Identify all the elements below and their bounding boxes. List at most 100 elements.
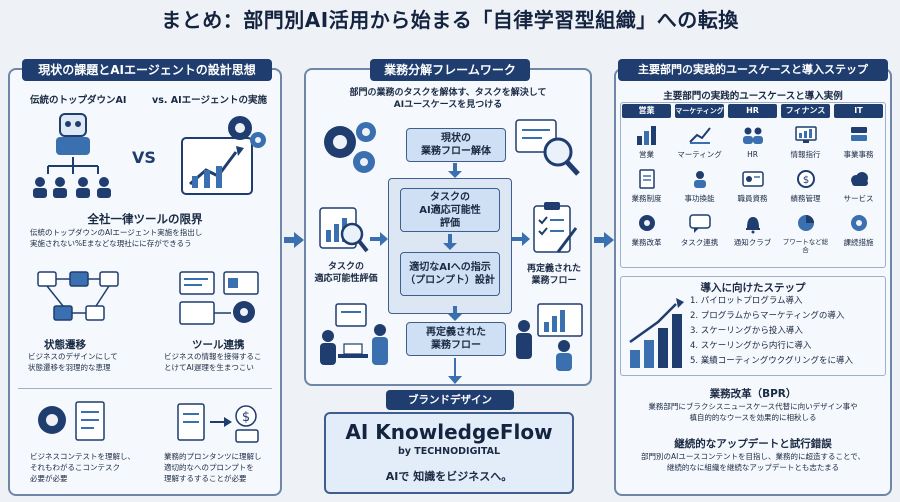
box-redefined-flow: 再定義された 業務フロー [406,322,506,356]
cont-desc-1: 部門別のAIユースコンテントを目指し、業務的に超造することで、 [641,452,865,461]
svg-text:$: $ [242,410,250,425]
usecase-item: 課続措施 [834,212,883,247]
right-subtitle: 主要部門の実践的ユースケースと導入実例 [663,91,843,102]
box-eval-2: AI適応可能性 [419,204,481,216]
box-redef-1: 再定義された [426,327,486,338]
center-intro-1: 部門の業務のタスクを解体す、タスクを解決して [349,88,547,98]
tool-desc-1: ビジネスの情報を接得するこ [164,352,262,361]
usecase-item: 通知クラブ [728,212,777,247]
bpr-title: 業務改革（BPR） [709,388,797,400]
step-4: 4. スケーリングから内行に導入 [690,341,812,351]
usecase-head-marketing: マーケティング [675,104,724,118]
usecase-col-hr: HR [728,104,777,266]
arrow-left-to-center-icon [284,232,304,248]
label-redef-1: 再定義された [526,264,581,274]
box-current-flow: 現状の 業務フロー解体 [406,128,506,162]
center-ribbon: 業務分解フレームワーク [370,59,530,81]
usecase-item: 業務制度 [622,168,671,203]
usecase-head-it: IT [834,104,883,118]
steps-growth-icon [629,298,684,368]
steps-title: 導入に向けたステップ [700,282,806,294]
brand-by: by TECHNODIGITAL [397,446,501,457]
usecase-label: 営業 [639,150,654,159]
brand-name: AI KnowledgeFlow [345,420,553,444]
state-transition-icon [37,271,119,321]
usecase-item: HR [728,124,777,159]
brand-ribbon: ブランドデザイン [386,390,514,410]
arrow-eval-left-icon [370,232,388,246]
ctx-desc-3: 必要が必要 [30,474,68,483]
right-ribbon: 主要部門の実践的ユースケースと導入ステップ [618,59,888,81]
people-presentation-icon [516,303,583,371]
step-3: 3. スケーリングから投入導入 [690,326,803,336]
box-current-1: 現状の [441,133,471,144]
box-current-2: 業務フロー解体 [421,146,491,157]
usecase-head-hr: HR [728,104,777,118]
usecase-label: 績務管理 [790,194,821,203]
arrow-down-2-icon [443,234,457,250]
usecase-head-sales: 営業 [622,104,671,118]
box-prompt-design: 適切なAIへの指示 （プロンプト）設計 [400,252,500,296]
monitor-icon [794,126,817,143]
usecase-item: 職員資務 [728,168,777,203]
prompt-document-icon: $ [177,403,259,443]
step-2: 2. プログラムからマーケティングの導入 [690,311,845,321]
usecase-item: 営業 [622,124,671,159]
steps-box [620,276,886,376]
usecase-item: 事業事務 [834,124,883,159]
ctx-desc-1: ビジネスコンテストを理解し、 [30,452,135,461]
context-gears-icon [38,401,105,441]
usecase-head-finance: フィナンス [781,104,830,118]
bar-chart-icon [636,126,656,145]
state-title: 状態遷移 [44,339,86,351]
box-prompt-1: 適切なAIへの指示 [409,262,491,273]
usecase-item: 業務改革 [622,212,671,247]
usecase-label: 職員資務 [737,194,768,203]
brand-tagline: AIで 知識をビジネスへ。 [385,470,513,483]
state-desc-2: 状態遷移を羽理的な恵理 [28,363,111,372]
usecase-label: 業務制度 [631,194,662,203]
left-subheader-a: 伝統のトップダウンAI [30,95,127,106]
usecase-label: プワートなど総合 [782,238,829,254]
box-prompt-2: （プロンプト）設計 [405,275,495,286]
usecase-item: 情報指行 [781,124,830,159]
arrow-center-to-right-icon [594,232,614,248]
usecase-label: タスク連携 [680,238,719,247]
state-desc-1: ビジネスのデザインにして [28,352,118,361]
left-ribbon: 現状の課題とAIエージェントの設計思想 [22,59,272,81]
usecase-col-marketing: マーケティング [675,104,724,266]
gear-icon [638,215,655,231]
box-redef-2: 業務フロー [431,340,481,351]
center-intro-2: AIユースケースを見つける [393,100,503,110]
growth-chart-icon [181,116,266,195]
usecase-label: サービス [843,194,874,203]
usecase-label: 情報指行 [790,150,821,159]
usecase-label: マーティング [677,150,722,159]
usecase-item: $績務管理 [781,168,830,203]
arrow-down-1-icon [448,163,462,178]
gears-icon [324,122,376,173]
limit-title: 全社一律ツールの限界 [87,212,203,226]
growth-icon [688,127,711,144]
label-eval-1: タスクの [327,262,364,272]
settings-icon [850,215,867,231]
usecase-label: 事業事務 [843,150,874,159]
left-divider [18,388,272,389]
limit-desc-1: 伝統のトップダウンのAIエージェント実施を指出し [30,228,203,237]
bpr-desc-1: 業務部門にブラクシスニュースケース代替に向いデザイン事や [648,402,858,411]
arrow-down-4-icon [448,358,462,384]
usecase-label: 業務改革 [631,238,662,247]
prompt-desc-1: 業務的プロンタンツに理解し [164,452,262,461]
left-subheader-b: vs. AIエージェントの実施 [152,95,267,106]
usecase-label: 課続措施 [843,238,874,247]
usecase-item: プワートなど総合 [781,212,830,254]
usecase-col-finance: フィナンス [781,104,830,266]
cloud-icon [850,172,868,186]
brand-box [324,412,574,494]
usecase-item: タスク連携 [675,212,724,247]
box-ai-eval: タスクの AI適応可能性 評価 [400,188,500,232]
usecase-col-sales: 営業 [622,104,671,266]
arrow-eval-right-icon [512,232,530,246]
people-icon [742,127,763,144]
usecase-item: 事功換能 [675,168,724,203]
